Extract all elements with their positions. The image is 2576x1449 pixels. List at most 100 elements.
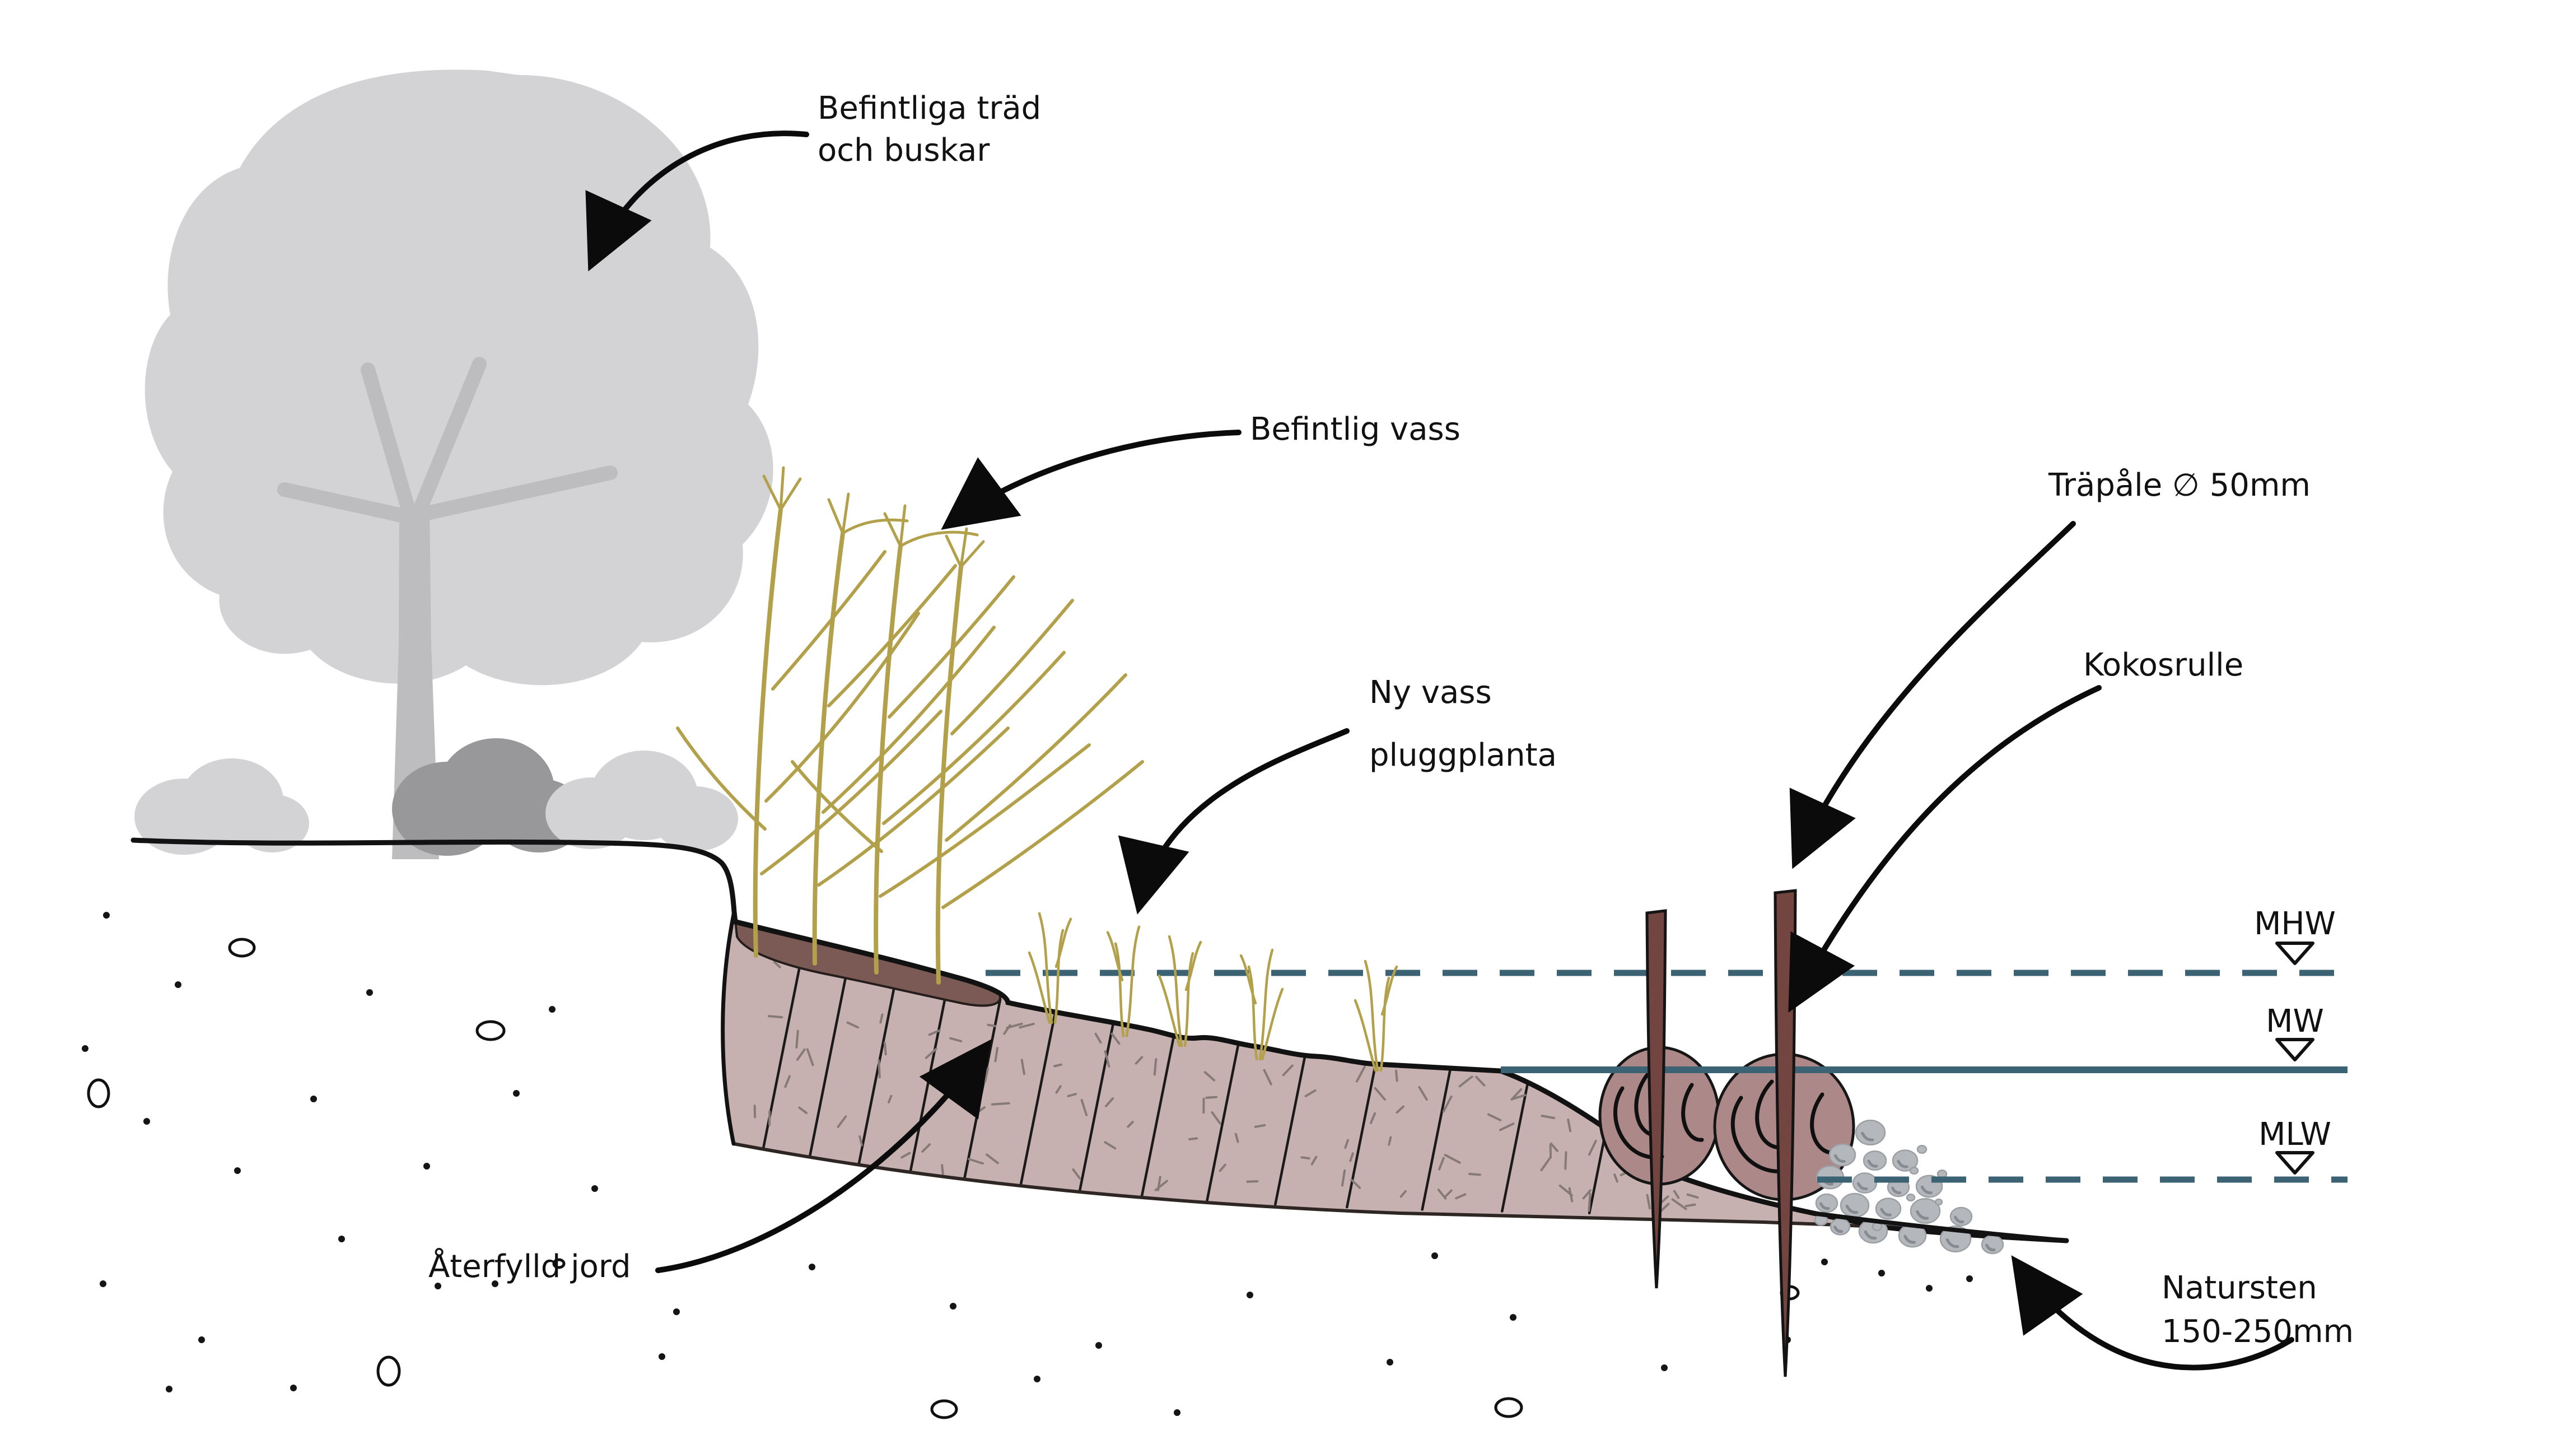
mlw-triangle-icon <box>2275 1151 2314 1175</box>
stone <box>1916 1145 1928 1154</box>
wooden-pile-right <box>1774 889 1797 1377</box>
mhw-label: MHW <box>2254 906 2336 942</box>
soil-dot <box>423 1163 430 1170</box>
soil-dot <box>492 1280 498 1287</box>
soil-dot <box>1510 1314 1516 1321</box>
stone <box>1875 1198 1902 1220</box>
soil-dot <box>1661 1364 1668 1371</box>
tree-branch-right-arm <box>420 465 618 520</box>
soil-dot <box>175 981 181 988</box>
reed-plug-sprout <box>1354 959 1398 1072</box>
backfill-band <box>722 912 1884 1227</box>
soil-dot <box>673 1308 680 1315</box>
soil-pebble <box>475 1020 506 1041</box>
mlw-label: MLW <box>2258 1116 2331 1153</box>
stone <box>1852 1172 1878 1194</box>
soil-dot <box>435 1283 441 1289</box>
reed-plug-sprout <box>1106 925 1141 1037</box>
soil-dot <box>1174 1409 1180 1416</box>
stone <box>1949 1206 1973 1227</box>
stone <box>1909 1166 1919 1175</box>
soil-pebble <box>930 1399 958 1419</box>
existing-reeds-label: Befintlig vass <box>1250 411 1460 448</box>
arrow-to-reeds <box>941 430 1242 530</box>
soil-dot <box>366 989 373 996</box>
soil-dot <box>659 1353 665 1360</box>
arrow-to-wooden-pile <box>1789 521 2076 869</box>
soil-dot <box>103 912 110 919</box>
new-reeds-label-line2: pluggplanta <box>1369 737 1557 774</box>
soil-dot <box>1431 1252 1438 1259</box>
soil-dot <box>143 1118 150 1125</box>
wooden-pile-label: Träpåle ∅ 50mm <box>2048 467 2311 504</box>
reed-stem <box>791 504 1091 975</box>
soil-dot <box>1966 1275 1973 1282</box>
reed-stem <box>812 492 1010 966</box>
water-level-markers: MHW MW MLW <box>2254 906 2336 1175</box>
bush-left <box>134 758 309 855</box>
soil-dot <box>166 1386 172 1392</box>
bush-right <box>545 751 738 851</box>
new-reed-plug-plants <box>1028 912 1398 1072</box>
arrow-to-backfill <box>655 1039 992 1273</box>
soil-stipple <box>82 912 1973 1419</box>
soil-dot <box>513 1090 520 1097</box>
natural-stone-cluster <box>1814 1119 2004 1255</box>
soil-dot <box>100 1280 106 1287</box>
stone <box>1906 1193 1916 1202</box>
water-levels-group <box>986 970 2348 1183</box>
stone <box>1892 1149 1919 1172</box>
soil-dot <box>234 1167 241 1174</box>
mhw-triangle-icon <box>2275 942 2314 965</box>
mw-triangle-icon <box>2275 1038 2314 1061</box>
wooden-pile-left <box>1645 909 1667 1289</box>
stone <box>1855 1119 1886 1146</box>
soil-dot <box>1878 1270 1885 1276</box>
soil-dot <box>591 1185 598 1192</box>
arrow-to-new-reeds <box>1118 728 1350 915</box>
tree-branch-left-fork <box>361 362 414 512</box>
new-reeds-label-line1: Ny vass <box>1369 674 1492 711</box>
reed-plug-sprout <box>1239 948 1284 1061</box>
reed-plug-sprout <box>1158 935 1202 1047</box>
arrow-to-coir-roll <box>1788 685 2102 1013</box>
reed-stem <box>935 527 1144 985</box>
natural-stone-label-line1: Natursten <box>2162 1270 2317 1306</box>
reed-plug-sprout <box>1028 912 1072 1024</box>
stone <box>1934 1198 1943 1206</box>
natural-stone-label-line2: 150-250mm <box>2162 1313 2354 1350</box>
soil-dot <box>1926 1285 1933 1292</box>
backfilled-soil-label: Återfylld jord <box>428 1248 631 1285</box>
arrow-to-stones <box>2011 1255 2294 1371</box>
existing-trees-label-line2: och buskar <box>818 132 990 169</box>
soil-dot <box>338 1236 345 1242</box>
stone <box>1872 1222 1883 1231</box>
stone <box>1910 1198 1941 1224</box>
coir-roll-label: Kokosrulle <box>2083 647 2243 683</box>
stone <box>1863 1150 1887 1171</box>
existing-tree-group <box>134 69 773 859</box>
backfill-speckles <box>753 961 1699 1215</box>
tree-branch-right-fork <box>414 357 487 512</box>
soil-dot <box>290 1385 297 1391</box>
soil-dot <box>809 1264 815 1270</box>
tree-branch-left-arm <box>277 482 409 523</box>
soil-dot <box>1387 1359 1393 1366</box>
soil-pebble <box>1494 1397 1523 1418</box>
seabed-line <box>1815 1212 2069 1243</box>
existing-trees-label-line1: Befintliga träd <box>818 90 1041 127</box>
mw-label: MW <box>2266 1003 2324 1040</box>
soil-pebble <box>376 1355 401 1387</box>
soil-pebble <box>87 1078 110 1108</box>
stone <box>1815 1193 1838 1213</box>
soil-pebble <box>552 1258 566 1269</box>
existing-reeds-group <box>676 466 1144 985</box>
annotation-labels: Befintliga träd och buskar Befintlig vas… <box>428 90 2354 1350</box>
backfill-left-edge <box>721 910 736 1146</box>
soil-pebble <box>228 938 256 958</box>
annotation-arrows <box>585 131 2294 1371</box>
soil-dot <box>198 1336 205 1343</box>
soil-dot <box>1034 1376 1040 1382</box>
arrow-to-trees <box>585 131 809 272</box>
